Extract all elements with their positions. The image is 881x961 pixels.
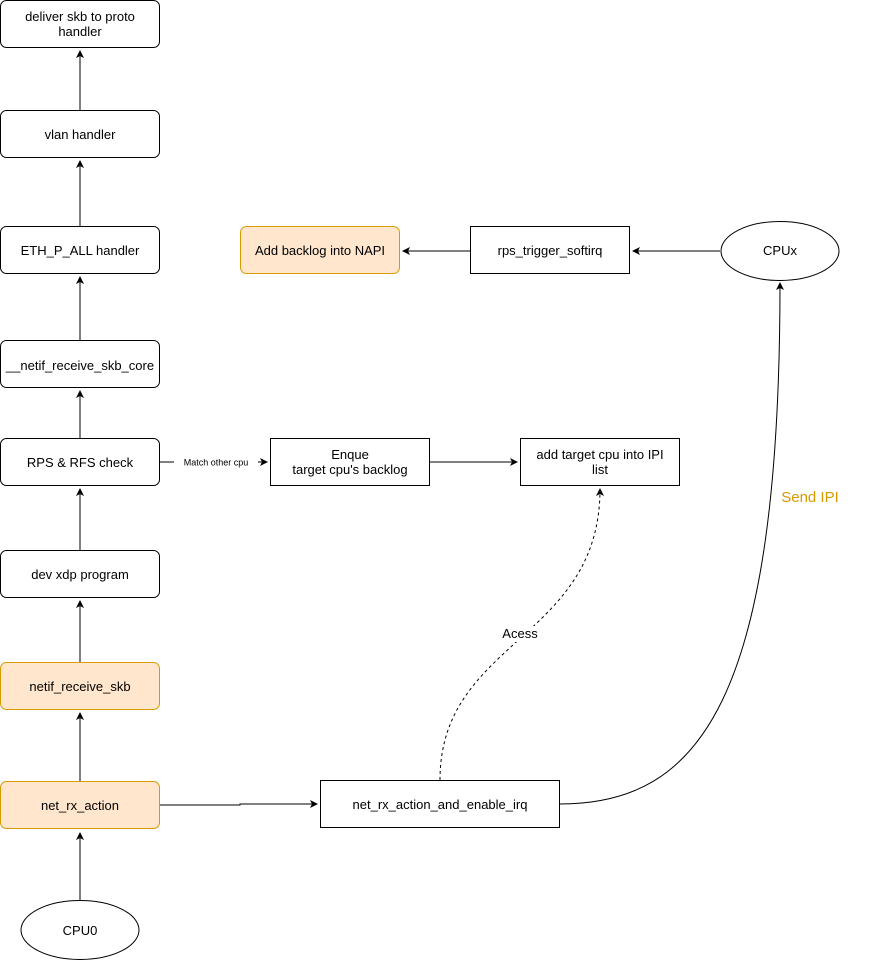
node-net-rx-irq-box: [320, 780, 560, 828]
node-add-backlog-label: Add backlog into NAPI: [255, 243, 385, 258]
node-rps-trigger: rps_trigger_softirq: [470, 226, 630, 274]
node-rps-rfs-label: RPS & RFS check: [27, 455, 134, 470]
node-dev-xdp: dev xdp program: [0, 550, 160, 598]
node-net-rx-irq-label: net_rx_action_and_enable_irq: [353, 797, 528, 812]
node-netif-receive-label: netif_receive_skb: [29, 679, 130, 694]
edge-send-ipi-curve: [559, 282, 784, 805]
node-enque-box: [270, 438, 430, 486]
node-cpu0-label: CPU0: [63, 923, 98, 938]
node-deliver-box: [0, 0, 160, 48]
node-rps-trigger-label: rps_trigger_softirq: [498, 243, 603, 258]
access-label: Acess: [502, 626, 538, 641]
node-cpux-ellipse: [720, 221, 840, 281]
node-net-rx: net_rx_action: [0, 781, 160, 829]
node-cpux-label: CPUx: [763, 243, 797, 258]
node-cpu0: CPU0: [20, 900, 140, 960]
edges: [76, 50, 784, 905]
node-net-rx-box: [0, 781, 160, 829]
node-rps-trigger-box: [470, 226, 630, 274]
send-ipi-label: Send IPI: [781, 489, 839, 506]
node-add-target-box: [520, 438, 680, 486]
node-net-rx-label: net_rx_action: [41, 798, 119, 813]
node-cpux: CPUx: [720, 221, 840, 281]
node-dev-xdp-label: dev xdp program: [31, 567, 129, 582]
node-dev-xdp-box: [0, 550, 160, 598]
node-rps-rfs-box: [0, 438, 160, 486]
node-netif-core-box: [0, 340, 160, 388]
match-other-cpu-label: Match other cpu: [184, 458, 249, 468]
node-eth-p-all-box: [0, 226, 160, 274]
node-vlan: vlan handler: [0, 110, 160, 158]
node-add-backlog: Add backlog into NAPI: [240, 226, 400, 274]
access-label-bg: [499, 626, 541, 642]
node-vlan-box: [0, 110, 160, 158]
node-eth-p-all-label: ETH_P_ALL handler: [21, 243, 140, 258]
match-label-bg: [174, 456, 258, 468]
node-netif-receive-box: [0, 662, 160, 710]
node-cpu0-ellipse: [20, 900, 140, 960]
node-rps-rfs: RPS & RFS check: [0, 438, 160, 486]
node-netif-core: __netif_receive_skb_core: [0, 340, 160, 388]
node-add-backlog-box: [240, 226, 400, 274]
node-vlan-label: vlan handler: [45, 127, 116, 142]
node-eth-p-all: ETH_P_ALL handler: [0, 226, 160, 274]
node-netif-core-label: __netif_receive_skb_core: [5, 358, 154, 373]
node-netif-receive: netif_receive_skb: [0, 662, 160, 710]
edge-net-rx-to-net-rx-irq: [160, 800, 318, 808]
node-net-rx-irq: net_rx_action_and_enable_irq: [320, 780, 560, 828]
